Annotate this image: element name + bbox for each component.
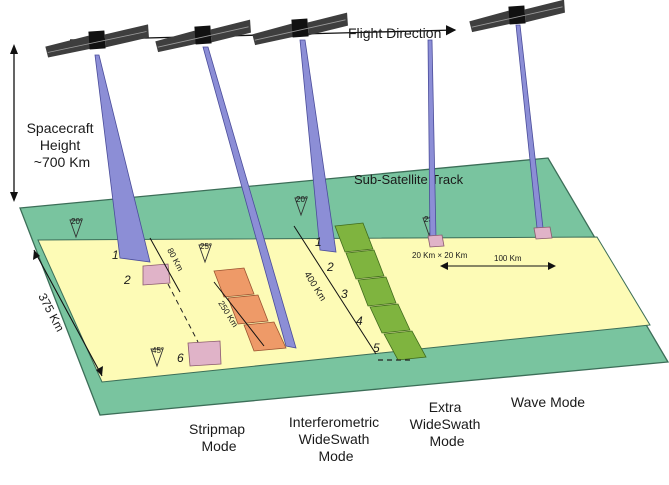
ew-beam-3: 3 bbox=[341, 287, 348, 301]
stripmap-footprint-6 bbox=[187, 340, 222, 367]
arrow-head bbox=[96, 366, 103, 376]
wave-vignette-1 bbox=[427, 234, 445, 248]
ew-beam-1: 1 bbox=[315, 235, 322, 249]
mode-label-iw: Interferometric WideSwath Mode bbox=[289, 414, 383, 464]
ew-beam-5: 5 bbox=[373, 341, 380, 355]
flight-direction-label: Flight Direction bbox=[348, 25, 441, 41]
swath-250-arrow bbox=[213, 281, 265, 347]
height-arrow-head-top bbox=[10, 44, 18, 54]
satellite-icon bbox=[155, 19, 251, 53]
satellite-icon bbox=[252, 12, 348, 46]
svg-text:45°: 45° bbox=[152, 346, 164, 355]
spacecraft-height-label: Spacecraft Height ~700 Km bbox=[27, 120, 98, 170]
iw-subswaths bbox=[213, 267, 287, 352]
mode-label-stripmap: Stripmap Mode bbox=[189, 421, 249, 454]
stripmap-beam-1: 1 bbox=[112, 248, 119, 262]
arrow-head bbox=[33, 250, 40, 260]
svg-text:25°: 25° bbox=[200, 242, 212, 251]
height-arrow-head-bottom bbox=[10, 192, 18, 202]
ew-beam bbox=[299, 39, 337, 253]
iw-beam bbox=[202, 46, 297, 349]
stripmap-footprint-2 bbox=[142, 263, 171, 286]
svg-text:20°: 20° bbox=[296, 195, 308, 204]
satellite-icon bbox=[45, 24, 149, 58]
ew-beam-2: 2 bbox=[326, 260, 334, 274]
incidence-angle-marker: 20° bbox=[294, 195, 308, 217]
wave-vignette-2 bbox=[533, 226, 553, 240]
satellite-icon bbox=[469, 0, 565, 33]
swath-375-arrow bbox=[33, 249, 103, 377]
swath-400-arrow bbox=[293, 225, 377, 355]
stripmap-dashed-line bbox=[167, 283, 199, 343]
wave-spacing-label: 100 Km bbox=[494, 254, 522, 263]
arrow-head bbox=[440, 262, 448, 270]
ew-subswaths bbox=[334, 222, 427, 361]
swath-80-arrow bbox=[149, 237, 181, 293]
ew-beam-4: 4 bbox=[356, 314, 363, 328]
incidence-angle-marker: 20° bbox=[69, 217, 83, 239]
arrow-head bbox=[548, 262, 556, 270]
svg-text:20°: 20° bbox=[71, 217, 83, 226]
sub-satellite-track-label: Sub-Satellite Track bbox=[354, 172, 464, 187]
wave-box-label: 20 Km × 20 Km bbox=[412, 251, 468, 260]
mode-label-wave: Wave Mode bbox=[511, 394, 585, 410]
stripmap-beam-6: 6 bbox=[177, 351, 184, 365]
mode-label-ew: Extra WideSwath Mode bbox=[410, 399, 485, 449]
incidence-angle-marker: 25° bbox=[198, 242, 212, 264]
stripmap-beam-2: 2 bbox=[123, 273, 131, 287]
stripmap-beam bbox=[94, 54, 151, 263]
incidence-angle-marker: 45° bbox=[150, 346, 164, 368]
